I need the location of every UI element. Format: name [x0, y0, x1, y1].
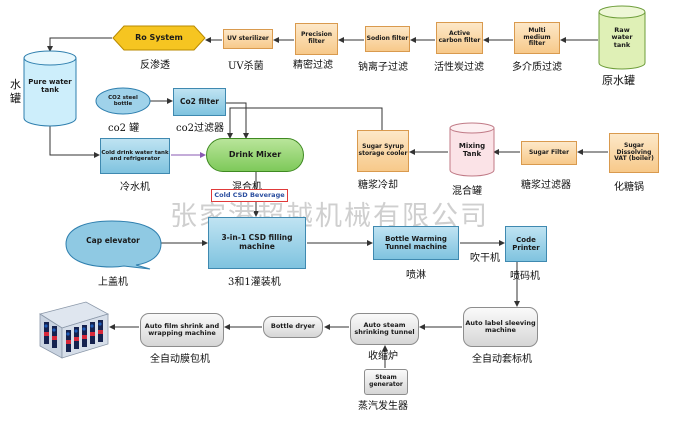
auto-label-sleeving-box: Auto label sleeving machine — [463, 307, 538, 347]
code-printer-box: Code Printer — [505, 226, 547, 262]
auto-label-sleeving-caption: 全自动套标机 — [472, 354, 532, 365]
mixing-tank-caption: 混合罐 — [452, 186, 482, 197]
auto-steam-shrinking-caption: 收缩炉 — [368, 351, 398, 362]
bottle-dryer-box: Bottle dryer — [263, 316, 323, 338]
auto-film-shrink-box: Auto film shrink and wrapping machine — [140, 313, 224, 347]
code-printer-caption: 喷码机 — [510, 271, 540, 282]
precision-filter-box: Precision filter — [295, 23, 338, 55]
pure-water-tank-caption-1: 水 — [10, 78, 21, 91]
drink-mixer-caption: 混合机 — [232, 182, 262, 193]
filling-machine-caption: 3和1灌装机 — [228, 277, 281, 288]
cap-elevator-label: Cap elevator — [86, 235, 140, 245]
bottle-warming-tunnel-box: Bottle Warming Tunnel machine — [373, 226, 459, 260]
steam-generator-box: Steam generator — [364, 369, 408, 395]
multi-medium-filter-caption: 多介质过滤 — [512, 62, 562, 73]
sodion-filter-box: Sodion filter — [365, 26, 410, 52]
raw-water-tank-caption: 原水罐 — [602, 74, 635, 87]
uv-sterilizer-caption: UV杀菌 — [228, 61, 264, 72]
pure-water-tank-caption-2: 罐 — [10, 92, 21, 105]
mixing-tank-cylinder — [449, 122, 495, 177]
cap-elevator-caption: 上盖机 — [98, 277, 128, 288]
multi-medium-filter-box: Multi medium filter — [514, 22, 560, 54]
sugar-dissolving-vat-box: Sugar Dissolving VAT (boiler) — [609, 133, 659, 173]
bottle-warming-tunnel-caption: 喷淋 — [406, 270, 426, 281]
co2-filter-box: Co2 filter — [173, 88, 226, 116]
pure-water-tank-cylinder — [23, 50, 77, 127]
sugar-syrup-cooler-caption: 糖浆冷却 — [358, 180, 398, 191]
pure-water-tank-label: Pure water tank — [28, 77, 72, 94]
cold-drink-water-tank-caption: 冷水机 — [120, 182, 150, 193]
drink-mixer-box: Drink Mixer — [206, 138, 304, 172]
steam-generator-caption: 蒸汽发生器 — [358, 401, 408, 412]
active-carbon-filter-box: Active carbon filter — [436, 22, 483, 54]
cold-drink-water-tank-box: Cold drink water tank and refrigerator — [100, 138, 170, 174]
sugar-filter-box: Sugar Filter — [521, 141, 577, 165]
co2-steel-bottle-ellipse — [95, 87, 151, 115]
raw-water-tank-cylinder — [598, 5, 646, 70]
raw-water-tank-label: Raw water tank — [611, 25, 633, 49]
blow-dryer-caption: 吹干机 — [470, 253, 500, 264]
ro-system-label: Ro System — [135, 33, 183, 43]
sugar-syrup-cooler-box: Sugar Syrup storage cooler — [357, 130, 409, 172]
packaged-bottles-image — [39, 301, 110, 359]
co2-steel-bottle-caption: co2 罐 — [108, 123, 140, 134]
ro-system-hexagon — [112, 25, 206, 51]
sugar-filter-caption: 糖浆过滤器 — [521, 180, 571, 191]
sodion-filter-caption: 钠离子过滤 — [358, 62, 408, 73]
sugar-dissolving-vat-caption: 化糖锅 — [614, 182, 644, 193]
mixing-tank-label: Mixing Tank — [458, 141, 486, 158]
co2-filter-caption: co2过滤器 — [176, 123, 224, 134]
active-carbon-filter-caption: 活性炭过滤 — [434, 62, 484, 73]
auto-steam-shrinking-box: Auto steam shrinking tunnel — [350, 313, 419, 345]
co2-steel-bottle-label: CO2 steel bottle — [108, 94, 138, 107]
auto-film-shrink-caption: 全自动膜包机 — [150, 354, 210, 365]
ro-system-caption: 反渗透 — [140, 60, 170, 71]
cap-elevator-blob — [65, 220, 162, 270]
precision-filter-caption: 精密过滤 — [293, 60, 333, 71]
cold-csd-beverage-label: Cold CSD Beverage — [211, 189, 288, 202]
filling-machine-box: 3-in-1 CSD filling machine — [208, 217, 306, 269]
uv-sterilizer-box: UV sterilizer — [223, 29, 273, 49]
